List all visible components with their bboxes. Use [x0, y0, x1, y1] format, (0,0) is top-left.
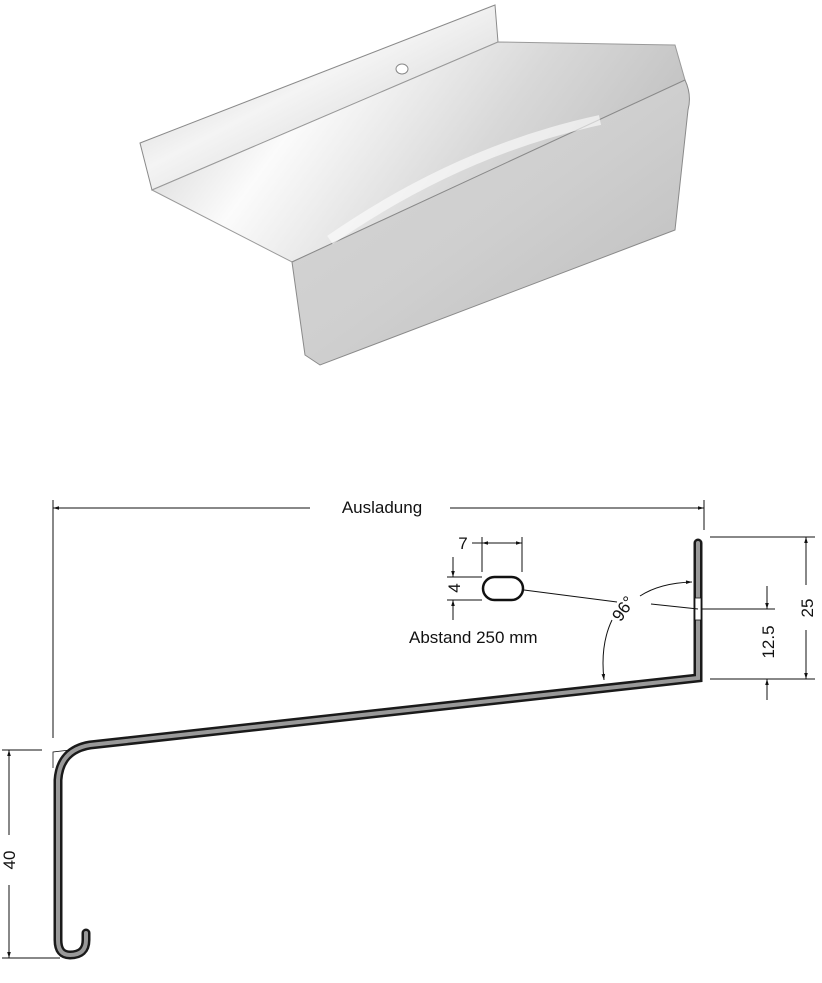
slot-icon [481, 575, 525, 602]
projection-dimension: Ausladung [52, 498, 705, 738]
slot-width-label: 7 [458, 534, 467, 553]
angle-dimension: 96° [601, 580, 699, 681]
projection-label: Ausladung [342, 498, 422, 517]
technical-drawing: Ausladung 7 4 Abstand 250 mm 96° [0, 440, 822, 978]
height-dimensions: 25 12.5 [702, 536, 817, 700]
drip-height-label: 40 [0, 851, 19, 870]
window-sill-photo-illustration [139, 4, 690, 366]
sill-profile [53, 538, 703, 960]
slot-height-label: 4 [445, 583, 464, 592]
hole-height-label: 12.5 [759, 625, 778, 658]
angle-label: 96° [608, 593, 638, 625]
slot-spacing-label: Abstand 250 mm [409, 628, 538, 647]
product-photo [130, 0, 710, 380]
upstand-height-label: 25 [798, 599, 817, 618]
drip-height-dimension: 40 [0, 749, 71, 959]
mounting-hole [395, 63, 409, 75]
slot-detail: 7 4 Abstand 250 mm [409, 534, 618, 647]
